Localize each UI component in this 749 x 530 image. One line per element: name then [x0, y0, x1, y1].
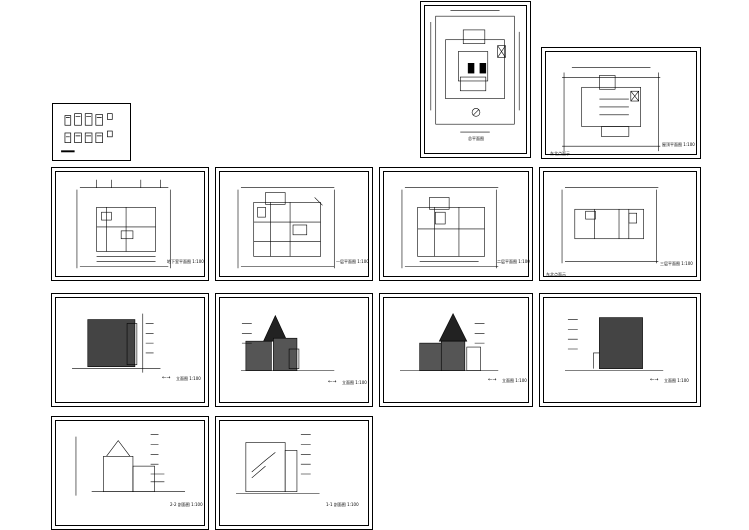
elevation-3-drawing: [400, 312, 499, 371]
sheet-border: [219, 297, 369, 403]
sheet-border: [55, 420, 205, 526]
roof-plan-drawing: [562, 67, 661, 152]
section-2-2-drawing: [75, 434, 186, 496]
sheet-border: [383, 297, 529, 403]
sheet-title: 屋顶平面图 1:100: [662, 142, 695, 147]
sheet-title: 地下室平面图 1:100: [167, 259, 204, 264]
elevation-marker: ←→: [650, 377, 659, 383]
index-thumbnails: [61, 113, 113, 153]
sheet-title: 2-2 剖面图 1:100: [170, 502, 203, 507]
sheet-title: 1-1 剖面图 1:100: [326, 502, 359, 507]
sheet-title: 总平面图: [468, 136, 484, 141]
sheet-border: [545, 51, 697, 155]
sheet-border: [219, 420, 369, 526]
sheet-title: 立面图 1:100: [342, 380, 367, 385]
elevation-4-drawing: [564, 317, 664, 371]
sheet-title: 二层平面图 1:100: [497, 259, 530, 264]
elevation-2-drawing: [240, 314, 335, 371]
sheet-elevation-3[interactable]: ←→ 立面图 1:100: [379, 293, 533, 407]
sheet-index[interactable]: [52, 103, 131, 161]
sheet-elevation-2[interactable]: ←→ 立面图 1:100: [215, 293, 373, 407]
elevation-marker: ←→: [328, 379, 337, 385]
site-plan-drawing: [430, 9, 520, 133]
sheet-title: 立面图 1:100: [502, 378, 527, 383]
sheet-basement-plan[interactable]: 地下室平面图 1:100: [51, 167, 209, 281]
sheet-third-floor-plan[interactable]: 东北点面示 三层平面图 1:100: [539, 167, 701, 281]
sheet-section-1-1[interactable]: 1-1 剖面图 1:100: [215, 416, 373, 530]
sheet-title: 三层平面图 1:100: [660, 261, 693, 266]
sheet-border: [55, 297, 205, 403]
sheet-border: [543, 297, 697, 403]
elevation-1-drawing: [72, 313, 161, 373]
sheet-elevation-4[interactable]: ←→ 立面图 1:100: [539, 293, 701, 407]
sheet-section-2-2[interactable]: 2-2 剖面图 1:100: [51, 416, 209, 530]
sheet-title-left: 东北点面示: [546, 272, 566, 277]
second-floor-plan-drawing: [401, 187, 499, 269]
sheet-border: [219, 171, 369, 277]
first-floor-plan-drawing: [237, 187, 335, 269]
sheet-second-floor-plan[interactable]: 二层平面图 1:100: [379, 167, 533, 281]
basement-plan-drawing: [76, 179, 171, 269]
sheet-border: [383, 171, 529, 277]
sheet-title: 立面图 1:100: [664, 378, 689, 383]
sheet-border: [424, 5, 527, 154]
sheet-border: [55, 171, 205, 277]
elevation-marker: ←→: [162, 375, 171, 381]
sheet-site-plan[interactable]: 总平面图: [420, 1, 531, 158]
third-floor-plan-drawing: [561, 187, 659, 264]
sheet-roof-plan[interactable]: 东北点面示 屋顶平面图 1:100: [541, 47, 701, 159]
elevation-marker: ←→: [488, 377, 497, 383]
sheet-border: [543, 171, 697, 277]
sheet-title: 立面图 1:100: [176, 376, 201, 381]
section-1-1-drawing: [236, 434, 320, 494]
sheet-title: 一层平面图 1:100: [336, 259, 369, 264]
sheet-title-left: 东北点面示: [550, 151, 570, 156]
sheet-first-floor-plan[interactable]: 一层平面图 1:100: [215, 167, 373, 281]
sheet-elevation-1[interactable]: ←→ 立面图 1:100: [51, 293, 209, 407]
